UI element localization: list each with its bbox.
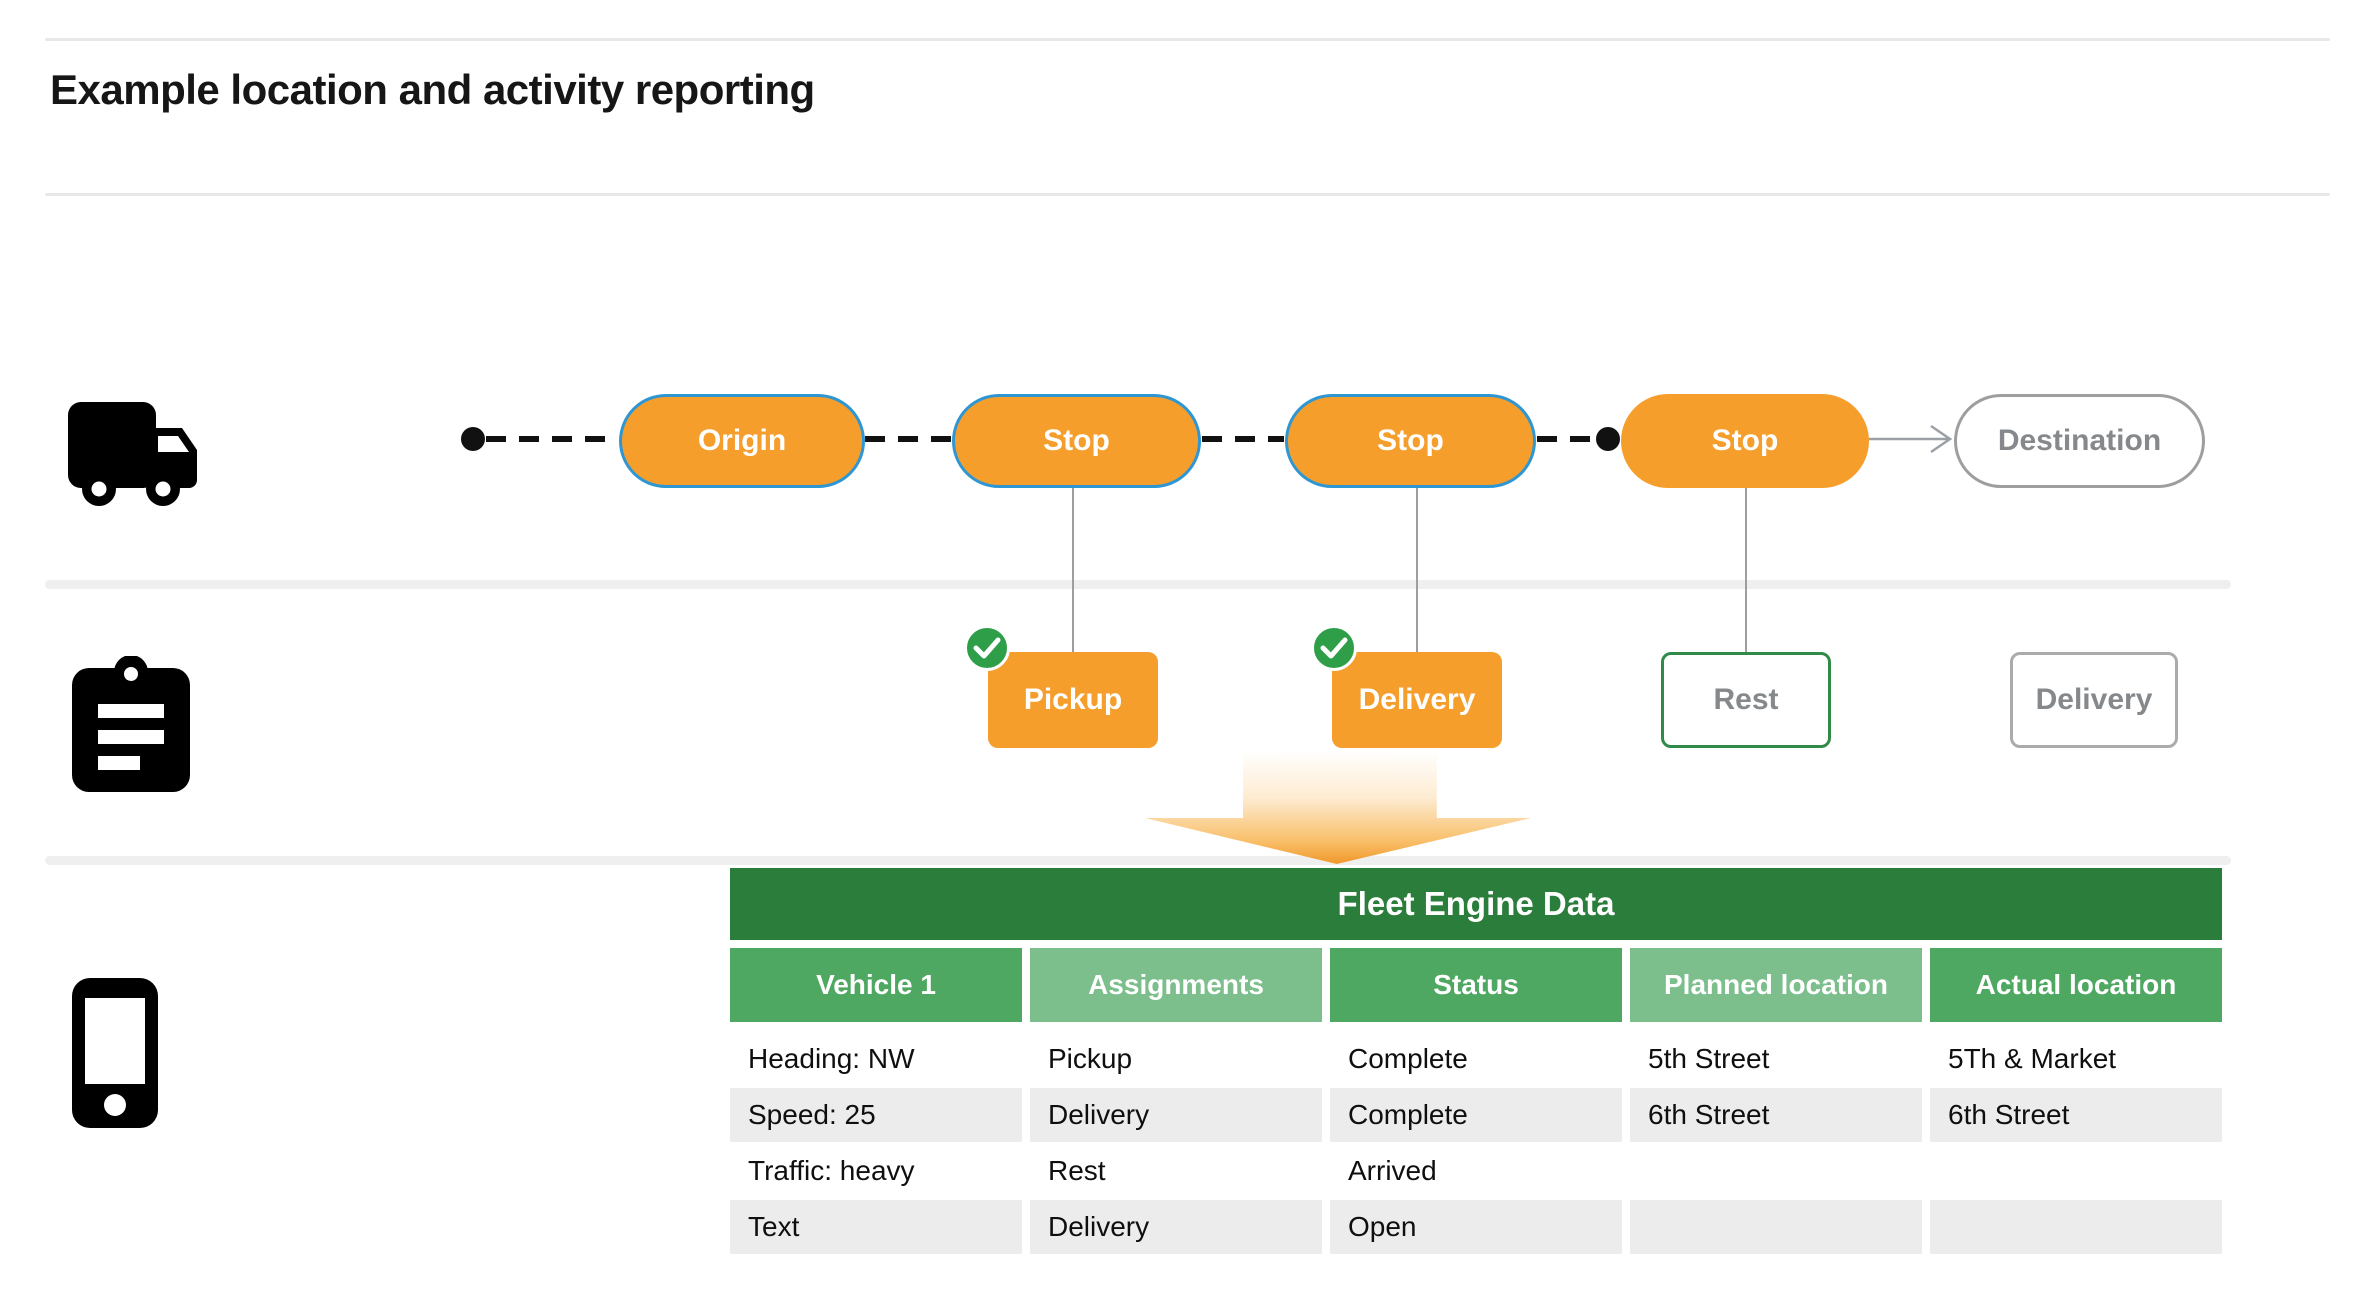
route-dash-segment <box>486 436 618 442</box>
task-box-pickup: Pickup <box>988 652 1158 748</box>
table-cell: Arrived <box>1330 1144 1622 1198</box>
route-node-stop-3: Stop <box>1621 394 1869 488</box>
connector-stop-rest <box>1745 487 1747 653</box>
task-box-rest: Rest <box>1661 652 1831 748</box>
check-icon <box>973 637 1001 659</box>
table-cell <box>1930 1144 2222 1198</box>
table-cell: Delivery <box>1030 1088 1322 1142</box>
check-icon <box>1320 637 1348 659</box>
route-node-stop-1: Stop <box>952 394 1201 488</box>
table-cell <box>1930 1200 2222 1254</box>
route-forward-arrow-icon <box>1869 424 1953 454</box>
task-box-delivery-1: Delivery <box>1332 652 1502 748</box>
top-rule <box>45 38 2330 41</box>
column-header-actual-location: Actual location <box>1930 948 2222 1022</box>
section-divider-vehicle-tasks <box>45 580 2231 589</box>
table-cell <box>1630 1200 1922 1254</box>
connector-stop-delivery <box>1416 487 1418 653</box>
table-cell: Pickup <box>1030 1032 1322 1086</box>
table-title: Fleet Engine Data <box>730 868 2222 940</box>
table-row: Text Delivery Open <box>730 1200 2222 1254</box>
page-title: Example location and activity reporting <box>50 66 815 113</box>
table-cell: Heading: NW <box>730 1032 1022 1086</box>
table-cell: 6th Street <box>1930 1088 2222 1142</box>
table-cell: Text <box>730 1200 1022 1254</box>
pickup-complete-badge <box>964 625 1010 671</box>
table-cell: Rest <box>1030 1144 1322 1198</box>
column-header-assignments: Assignments <box>1030 948 1322 1022</box>
table-cell: Traffic: heavy <box>730 1144 1022 1198</box>
table-cell: 5Th & Market <box>1930 1032 2222 1086</box>
table-header-row: Vehicle 1 Assignments Status Planned loc… <box>730 948 2222 1022</box>
route-dash-segment <box>1202 436 1284 442</box>
title-rule <box>45 193 2330 196</box>
table-cell: Open <box>1330 1200 1622 1254</box>
route-dash-segment <box>1537 436 1594 442</box>
route-node-destination: Destination <box>1954 394 2205 488</box>
delivery-complete-badge <box>1311 625 1357 671</box>
table-cell: Delivery <box>1030 1200 1322 1254</box>
column-header-planned-location: Planned location <box>1630 948 1922 1022</box>
route-current-position-dot <box>1596 427 1620 451</box>
route-node-stop-2: Stop <box>1285 394 1536 488</box>
route-start-dot <box>461 427 485 451</box>
connector-stop-pickup <box>1072 487 1074 653</box>
section-divider-tasks-data <box>45 856 2231 865</box>
route-node-origin: Origin <box>619 394 865 488</box>
table-row: Speed: 25 Delivery Complete 6th Street 6… <box>730 1088 2222 1142</box>
task-box-delivery-2: Delivery <box>2010 652 2178 748</box>
table-cell: 6th Street <box>1630 1088 1922 1142</box>
data-flow-arrow-icon <box>1145 750 1531 864</box>
table-cell: Speed: 25 <box>730 1088 1022 1142</box>
table-cell: Complete <box>1330 1088 1622 1142</box>
column-header-vehicle: Vehicle 1 <box>730 948 1022 1022</box>
fleet-engine-table: Fleet Engine Data Vehicle 1 Assignments … <box>730 868 2222 1256</box>
column-header-status: Status <box>1330 948 1622 1022</box>
route-dash-segment <box>865 436 951 442</box>
table-row: Heading: NW Pickup Complete 5th Street 5… <box>730 1032 2222 1086</box>
table-cell <box>1630 1144 1922 1198</box>
table-cell: 5th Street <box>1630 1032 1922 1086</box>
phone-icon <box>72 978 158 1128</box>
truck-icon <box>68 402 197 506</box>
table-cell: Complete <box>1330 1032 1622 1086</box>
clipboard-icon <box>72 656 190 792</box>
table-row: Traffic: heavy Rest Arrived <box>730 1144 2222 1198</box>
